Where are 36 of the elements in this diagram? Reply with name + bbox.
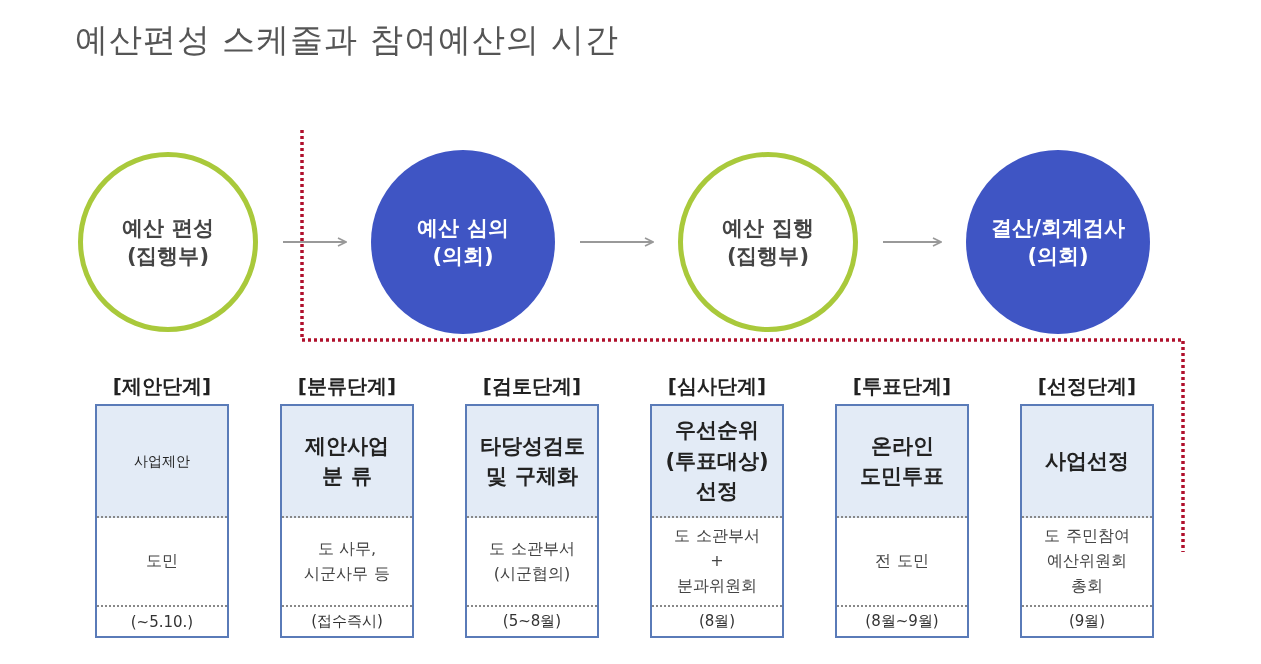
step-period: (~5.10.) xyxy=(130,612,194,631)
step-task: 우선순위 (투표대상) 선정 xyxy=(664,417,770,506)
step-task: 제안사업 분 류 xyxy=(304,432,390,490)
step-task: 타당성검토 및 구체화 xyxy=(478,432,586,490)
step-actor: 도 사무, 시군사무 등 xyxy=(303,537,391,585)
step-task: 온라인 도민투표 xyxy=(859,432,945,490)
arrow xyxy=(882,237,942,247)
step-label: [투표단계] xyxy=(851,373,953,400)
step-actor: 도 주민참여 예산위원회 총회 xyxy=(1043,525,1131,597)
step-task: 사업선정 xyxy=(1045,447,1129,475)
step-actor: 전 도민 xyxy=(875,550,929,573)
step-label: [제안단계] xyxy=(111,373,213,400)
step-actor: 도 소관부서 + 분과위원회 xyxy=(673,525,761,597)
stage-title: 예산 편성 xyxy=(122,214,214,242)
step-period: (8월~9월) xyxy=(865,612,939,631)
step-label: [검토단계] xyxy=(481,373,583,400)
stage-title: 예산 집행 xyxy=(722,214,814,242)
step-period: (5~8월) xyxy=(502,612,562,631)
stage-title: 예산 심의 xyxy=(417,214,509,242)
stage-title: 결산/회계검사 xyxy=(991,214,1125,242)
stage-actor: (의회) xyxy=(1027,243,1089,270)
step-task: 사업제안 xyxy=(134,451,190,471)
arrow xyxy=(282,237,347,247)
arrow xyxy=(579,237,654,247)
step-label: [선정단계] xyxy=(1036,373,1138,400)
step-label: [심사단계] xyxy=(666,373,768,400)
title: 예산편성 스케줄과 참여예산의 시간 xyxy=(75,19,620,61)
stage-actor: (집행부) xyxy=(126,243,210,270)
step-period: (접수즉시) xyxy=(311,612,383,631)
step-actor: 도 소관부서 (시군협의) xyxy=(488,537,576,585)
step-period: (8월) xyxy=(698,612,736,631)
step-period: (9월) xyxy=(1068,612,1106,631)
step-label: [분류단계] xyxy=(296,373,398,400)
step-actor: 도민 xyxy=(146,550,178,573)
stage-actor: (집행부) xyxy=(726,243,810,270)
stage-actor: (의회) xyxy=(432,243,494,270)
